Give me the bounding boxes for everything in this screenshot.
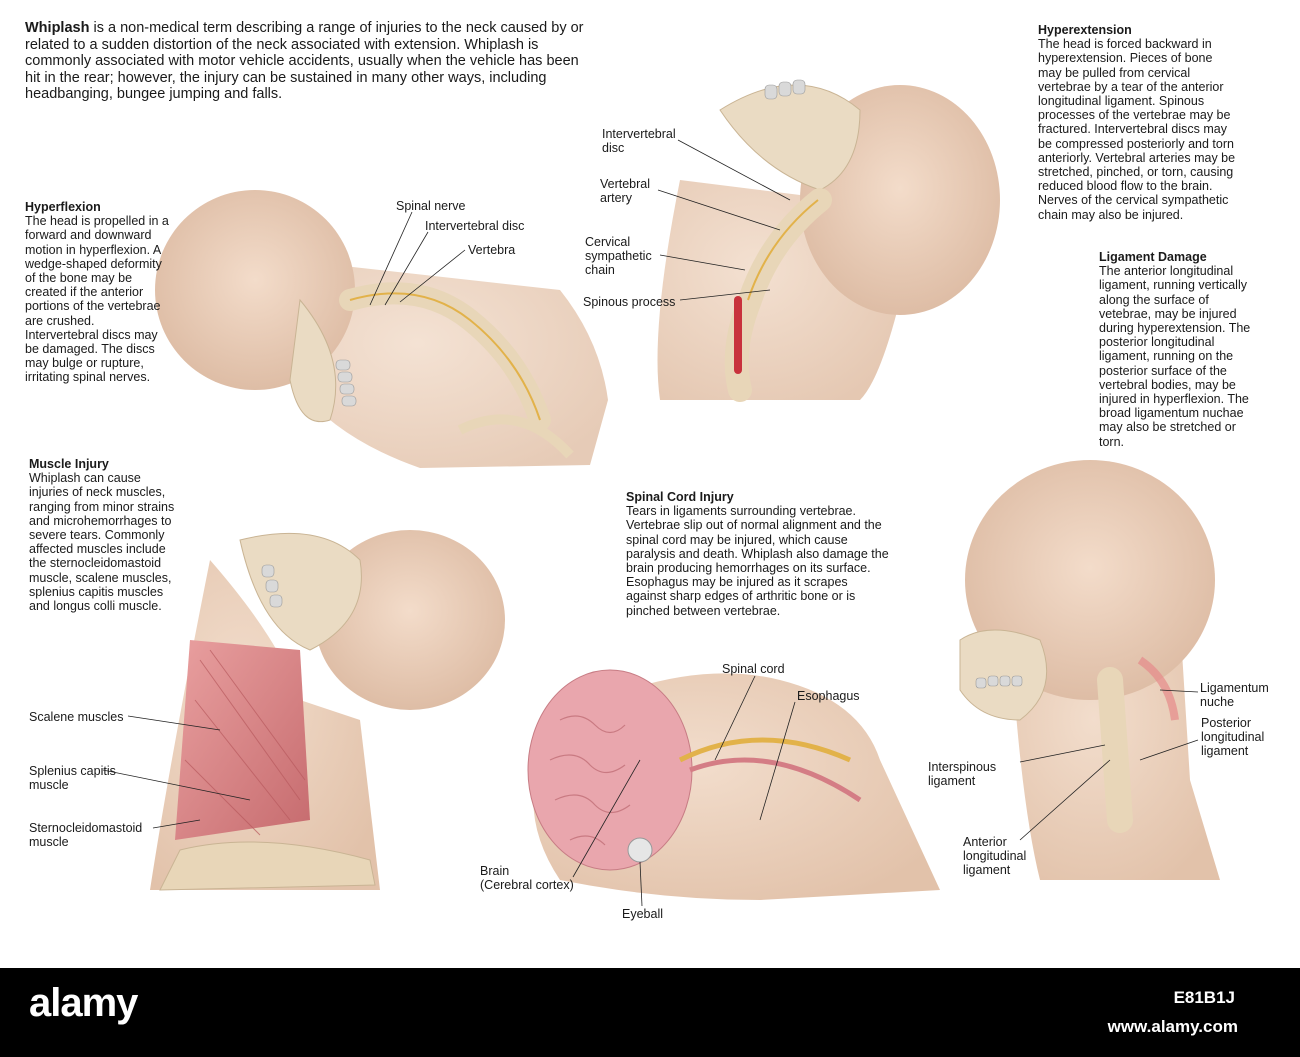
label-eyeball: Eyeball <box>622 907 663 921</box>
image-id: E81B1J <box>1173 988 1235 1007</box>
label-interspinous: Interspinous ligament <box>928 760 997 788</box>
alamy-logo: alamy <box>29 981 138 1025</box>
label-intervertebral-disc-2: Intervertebral disc <box>602 127 676 155</box>
intro-lead: Whiplash <box>25 20 90 36</box>
intro-text: is a non-medical term describing a range… <box>25 20 584 102</box>
spinal-title: Spinal Cord Injury <box>626 490 734 504</box>
label-intervertebral-disc: Intervertebral disc <box>425 219 525 233</box>
label-esophagus: Esophagus <box>797 689 860 703</box>
label-splenius: Splenius capitis muscle <box>29 764 116 792</box>
label-anterior-longitudinal: Anterior longitudinal ligament <box>963 835 1027 877</box>
label-brain: Brain (Cerebral cortex) <box>480 864 574 892</box>
spinal-body: Tears in ligaments surrounding vertebrae… <box>626 504 889 618</box>
hyperflexion-figure <box>155 190 608 468</box>
label-spinous-process: Spinous process <box>583 295 676 309</box>
hyperextension-section: Hyperextension The head is forced backwa… <box>1038 23 1238 222</box>
label-spinal-cord: Spinal cord <box>722 662 785 676</box>
hyperflexion-section: Hyperflexion The head is propelled in a … <box>25 200 170 385</box>
leader-lines <box>102 139 1199 907</box>
footer-url[interactable]: www.alamy.com <box>1107 1017 1238 1036</box>
hyperextension-body: The head is forced backward in hyperexte… <box>1038 37 1236 222</box>
hyperextension-figure <box>657 79 1000 402</box>
muscle-body: Whiplash can cause injuries of neck musc… <box>29 471 175 614</box>
intro-paragraph: Whiplash is a non-medical term describin… <box>25 20 585 103</box>
muscle-figure <box>150 530 505 891</box>
footer-bar <box>0 968 1300 1057</box>
label-posterior-longitudinal: Posterior longitudinal ligament <box>1201 716 1265 758</box>
spinal-cord-figure <box>527 669 940 900</box>
spinal-section: Spinal Cord Injury Tears in ligaments su… <box>626 490 891 618</box>
hyperextension-title: Hyperextension <box>1038 23 1132 37</box>
ligament-section: Ligament Damage The anterior longitudina… <box>1099 250 1264 449</box>
label-spinal-nerve: Spinal nerve <box>396 199 466 213</box>
label-vertebral-artery: Vertebral artery <box>600 177 651 205</box>
label-cervical-chain: Cervical sympathetic chain <box>585 235 652 277</box>
label-sterno: Sternocleidomastoid muscle <box>29 821 143 849</box>
muscle-title: Muscle Injury <box>29 457 109 471</box>
label-ligamentum-nuche: Ligamentum nuche <box>1200 681 1269 709</box>
label-scalene: Scalene muscles <box>29 710 124 724</box>
label-vertebra: Vertebra <box>468 243 516 257</box>
hyperflexion-title: Hyperflexion <box>25 200 101 214</box>
ligament-body: The anterior longitudinal ligament, runn… <box>1099 264 1251 449</box>
hyperflexion-body: The head is propelled in a forward and d… <box>25 214 169 385</box>
ligament-figure <box>959 460 1220 880</box>
ligament-title: Ligament Damage <box>1099 250 1207 264</box>
muscle-section: Muscle Injury Whiplash can cause injurie… <box>29 457 179 613</box>
anatomy-illustrations <box>102 79 1220 907</box>
